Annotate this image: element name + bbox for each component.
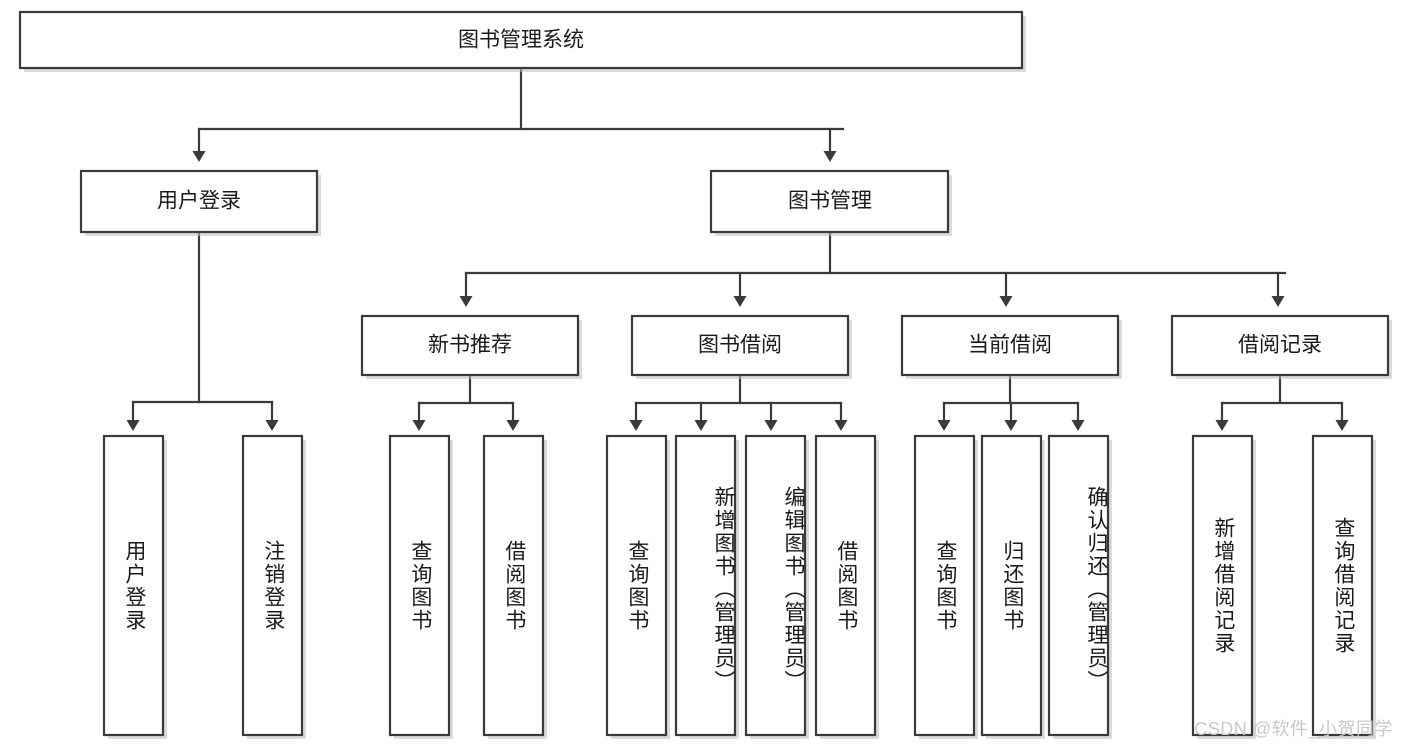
node-book-borrow[interactable]: 图书借阅 [630,314,852,379]
leaf-current-borrow-3[interactable] [1047,434,1112,739]
node-layer: 图书管理系统 用户登录 图书管理 新书推荐 [18,10,1392,739]
node-book-borrow-label: 图书借阅 [698,334,782,357]
watermark: CSDN @软件_小贺同学 [1194,719,1393,739]
leaf-user-login-1[interactable] [102,434,167,739]
node-current-borrow[interactable]: 当前借阅 [900,314,1122,379]
node-root[interactable]: 图书管理系统 [18,10,1026,72]
node-borrow-record-label: 借阅记录 [1238,334,1322,357]
leaf-current-borrow-2[interactable] [980,434,1045,739]
node-book-manage-label: 图书管理 [788,190,872,213]
node-user-login-label: 用户登录 [157,190,241,213]
leaf-book-borrow-3[interactable] [744,434,809,739]
leaf-book-borrow-4[interactable] [814,434,879,739]
node-new-book-recommend[interactable]: 新书推荐 [360,314,582,379]
leaf-book-borrow-2[interactable] [674,434,739,739]
leaf-borrow-record-1[interactable] [1191,434,1256,739]
leaf-current-borrow-1[interactable] [913,434,978,739]
leaf-new-book-2[interactable] [482,434,547,739]
leaf-user-login-2[interactable] [241,434,306,739]
node-borrow-record[interactable]: 借阅记录 [1170,314,1392,379]
node-user-login[interactable]: 用户登录 [79,169,321,236]
node-current-borrow-label: 当前借阅 [968,334,1052,357]
node-new-book-recommend-label: 新书推荐 [428,334,512,357]
leaf-new-book-1[interactable] [388,434,453,739]
node-root-label: 图书管理系统 [458,29,584,52]
leaf-borrow-record-2[interactable] [1311,434,1376,739]
node-book-manage[interactable]: 图书管理 [709,169,952,236]
leaf-book-borrow-1[interactable] [605,434,670,739]
connector-layer [126,66,1349,431]
